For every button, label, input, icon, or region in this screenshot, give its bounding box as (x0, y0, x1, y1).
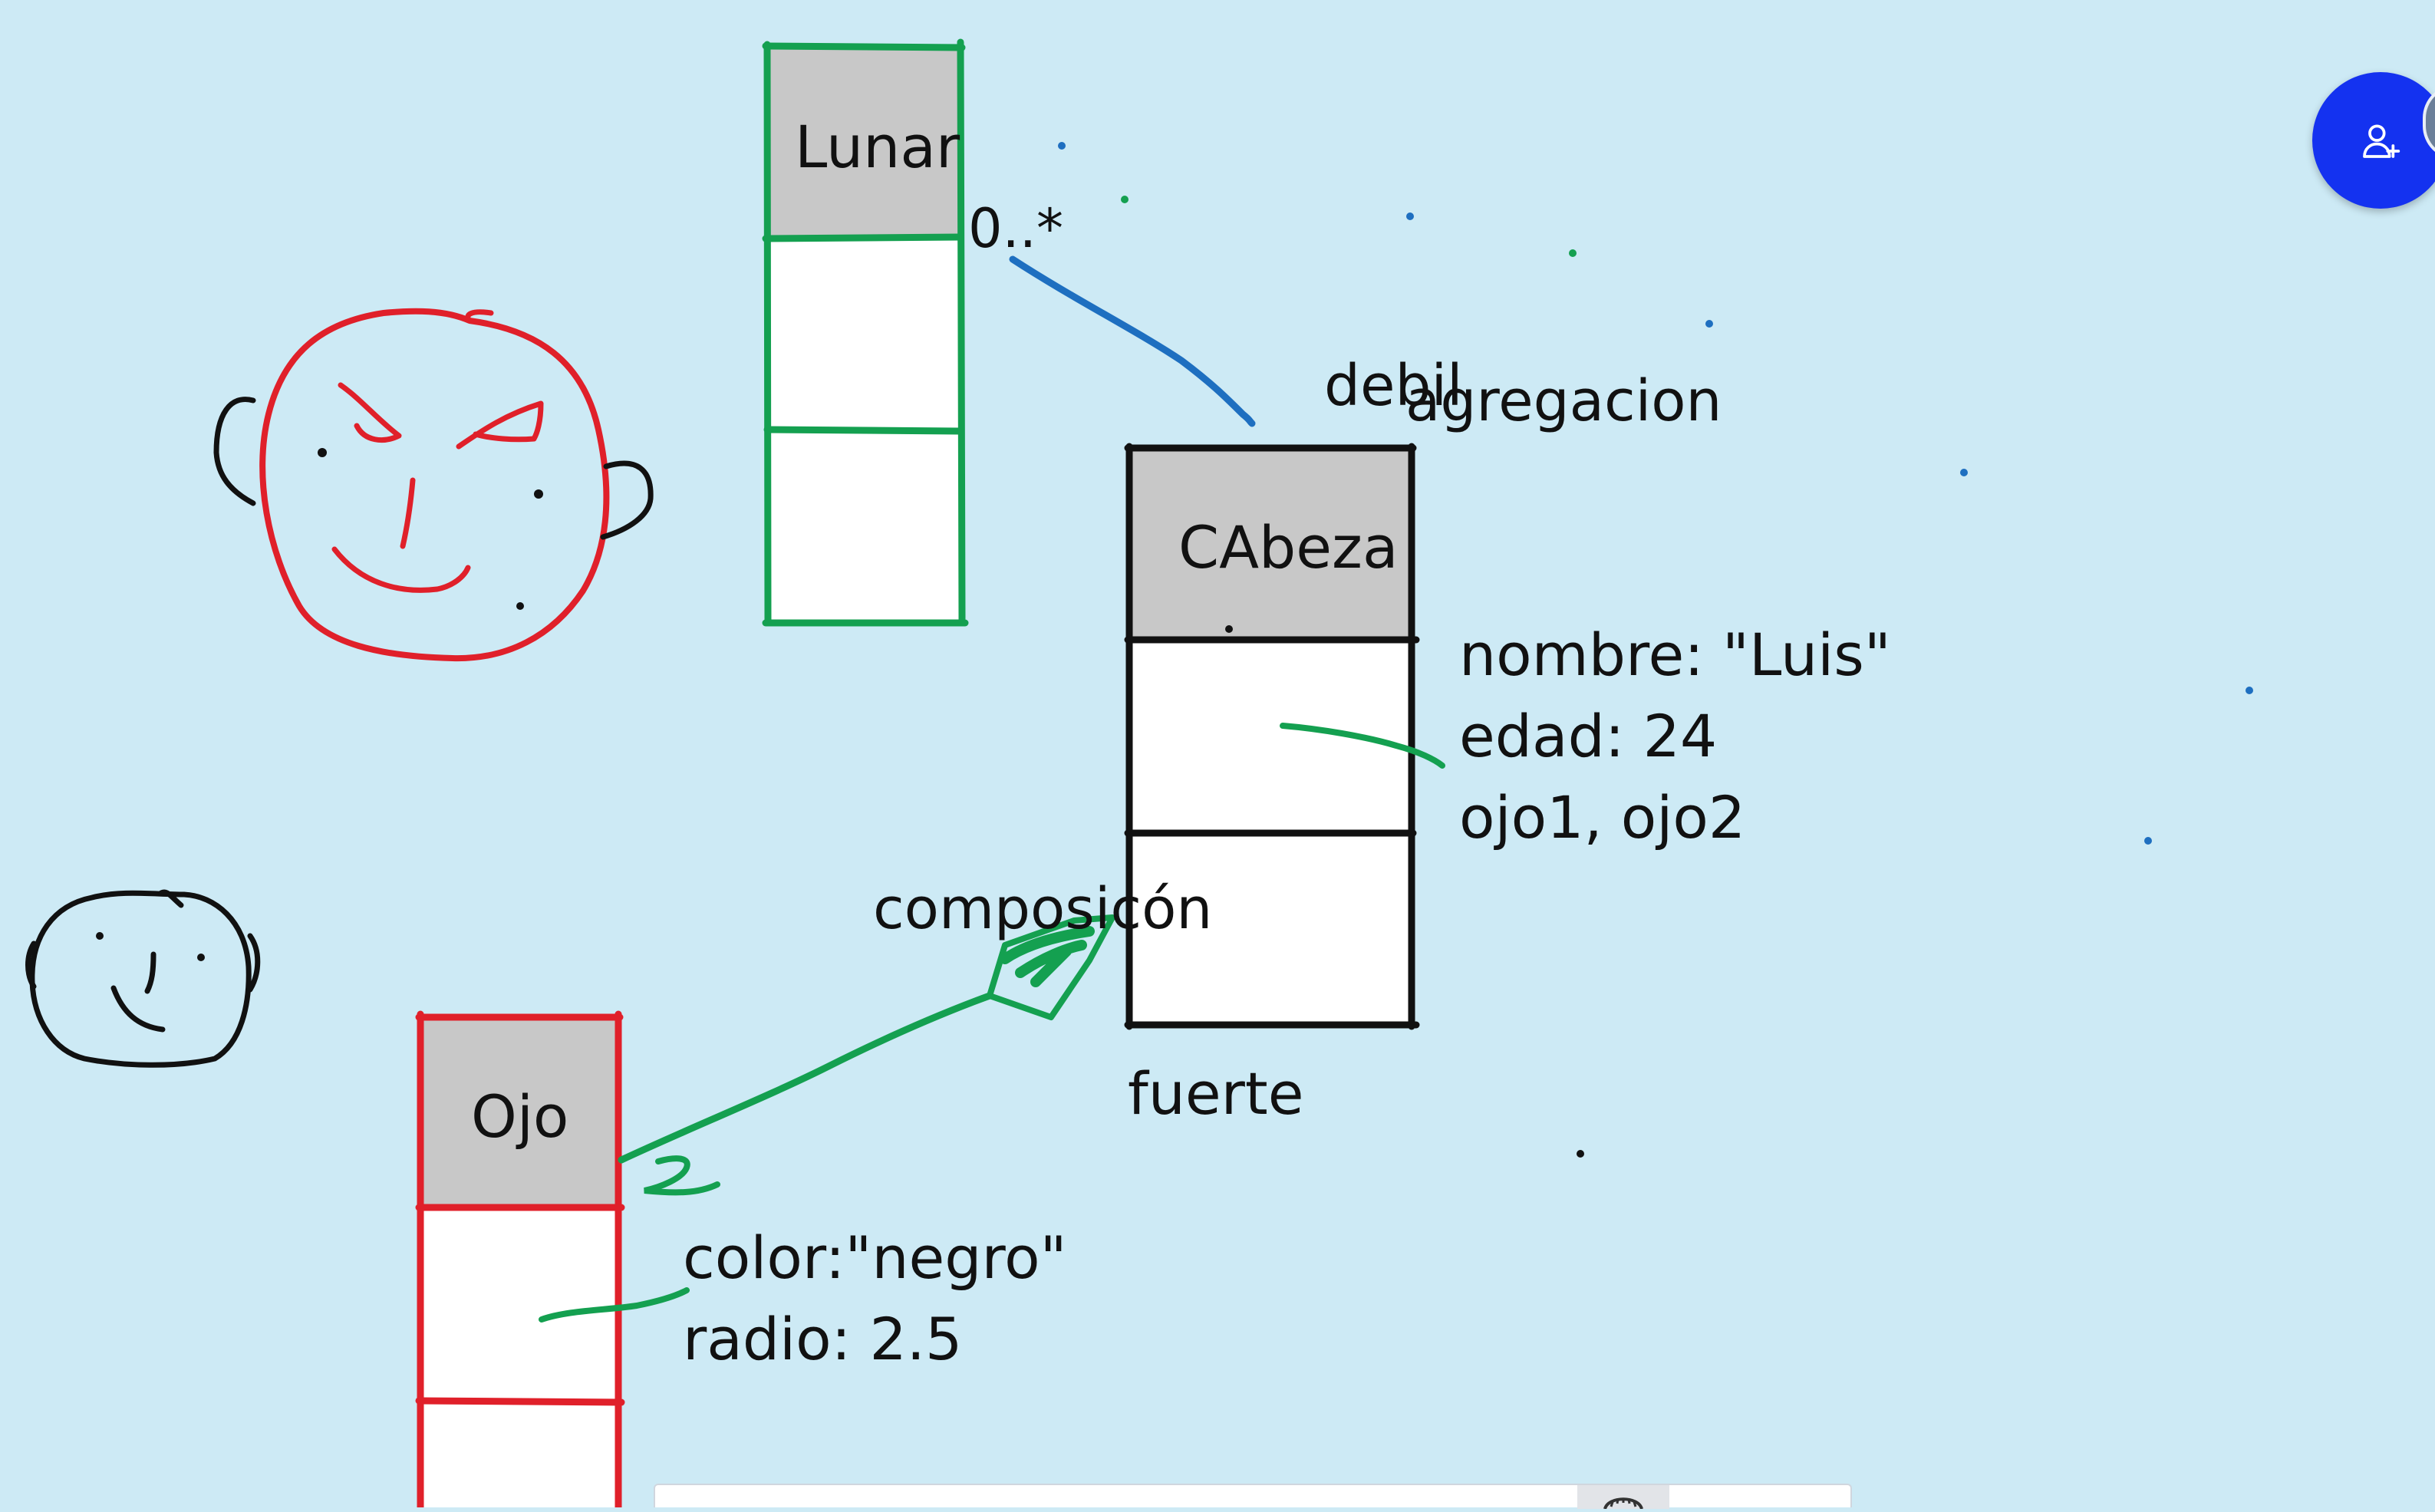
invite-button[interactable] (2312, 72, 2435, 209)
label-agregacion: agregacion (1405, 368, 1722, 434)
class-box-lunar[interactable]: Lunar (762, 38, 969, 627)
class-header-lunar (767, 46, 959, 238)
label-fuerte: fuerte (1128, 1059, 1303, 1128)
class-name-lunar: Lunar (795, 113, 960, 181)
class-header-cabeza (1129, 448, 1413, 638)
multiplicity-ojo: 2 (652, 1183, 657, 1191)
class-body-ojo (420, 1206, 618, 1507)
class-box-cabeza[interactable]: CAbeza (1124, 443, 1420, 1030)
toolbar-tool-button[interactable] (1577, 1485, 1669, 1510)
ojo-attribute-color: color:"negro" (683, 1224, 1067, 1292)
cabeza-attributes-connector (1280, 723, 1445, 769)
class-header-ojo (420, 1017, 618, 1206)
label-debil: debil (1324, 353, 1463, 419)
class-name-ojo: Ojo (471, 1082, 568, 1151)
composition-line (618, 992, 993, 1164)
cabeza-attribute-nombre: nombre: "Luis" (1459, 621, 1891, 689)
stray-ink-dots (1058, 142, 2253, 1158)
red-face-doodle[interactable] (213, 308, 654, 662)
ojo-attributes-connector (539, 1287, 690, 1323)
add-person-icon (2363, 124, 2400, 158)
ojo-attribute-radio: radio: 2.5 (683, 1305, 962, 1373)
composition-diamond-fill (1000, 926, 1095, 987)
class-name-cabeza: CAbeza (1178, 513, 1399, 581)
aggregation-line (1009, 255, 1256, 427)
multiplicity-lunar: 0..* (968, 197, 1063, 260)
bottom-toolbar[interactable] (654, 1484, 1852, 1510)
ruler-icon (1603, 1497, 1643, 1510)
multiplicity-ojo-stroke (644, 1155, 720, 1196)
ink-dot (1225, 625, 1233, 633)
cabeza-attributes-note[interactable]: nombre: "Luis" edad: 24 ojo1, ojo2 (1459, 621, 1891, 852)
black-face-doodle[interactable] (25, 889, 261, 1068)
ojo-attributes-note[interactable]: color:"negro" radio: 2.5 (683, 1224, 1067, 1373)
cabeza-attribute-edad: edad: 24 (1459, 702, 1717, 770)
class-box-ojo[interactable]: Ojo (415, 1010, 625, 1507)
label-composicion: composicón (873, 876, 1212, 942)
cabeza-attribute-ojos: ojo1, ojo2 (1459, 783, 1745, 852)
